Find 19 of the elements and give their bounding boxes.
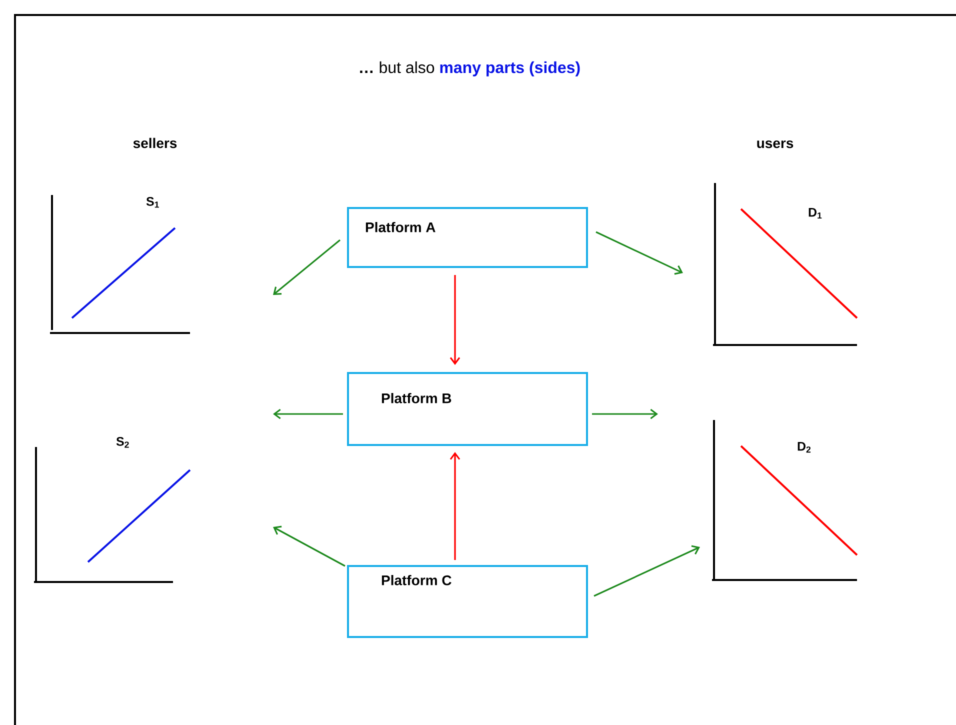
arrow — [592, 408, 658, 420]
column-heading: users — [757, 140, 794, 148]
supply-chart: S$_{2}$ — [34, 437, 191, 583]
demand-chart: D$_{1}$ — [713, 183, 858, 346]
arrow — [273, 526, 346, 567]
platform-box: Platform C — [347, 565, 588, 638]
arrow — [594, 545, 700, 597]
platform-box: Platform A — [347, 207, 588, 268]
column-heading: sellers — [133, 138, 177, 148]
demand-chart: D$_{2}$ — [712, 420, 858, 581]
title: … but also — [360, 61, 434, 74]
arrow — [450, 275, 460, 365]
supply-chart: S$_{1}$ — [50, 195, 190, 334]
platform-box: Platform B — [347, 372, 588, 446]
title-highlight: many parts (sides) — [440, 61, 580, 76]
arrow — [596, 231, 683, 275]
arrow — [450, 452, 460, 560]
arrow — [273, 239, 341, 295]
arrow — [273, 408, 343, 420]
